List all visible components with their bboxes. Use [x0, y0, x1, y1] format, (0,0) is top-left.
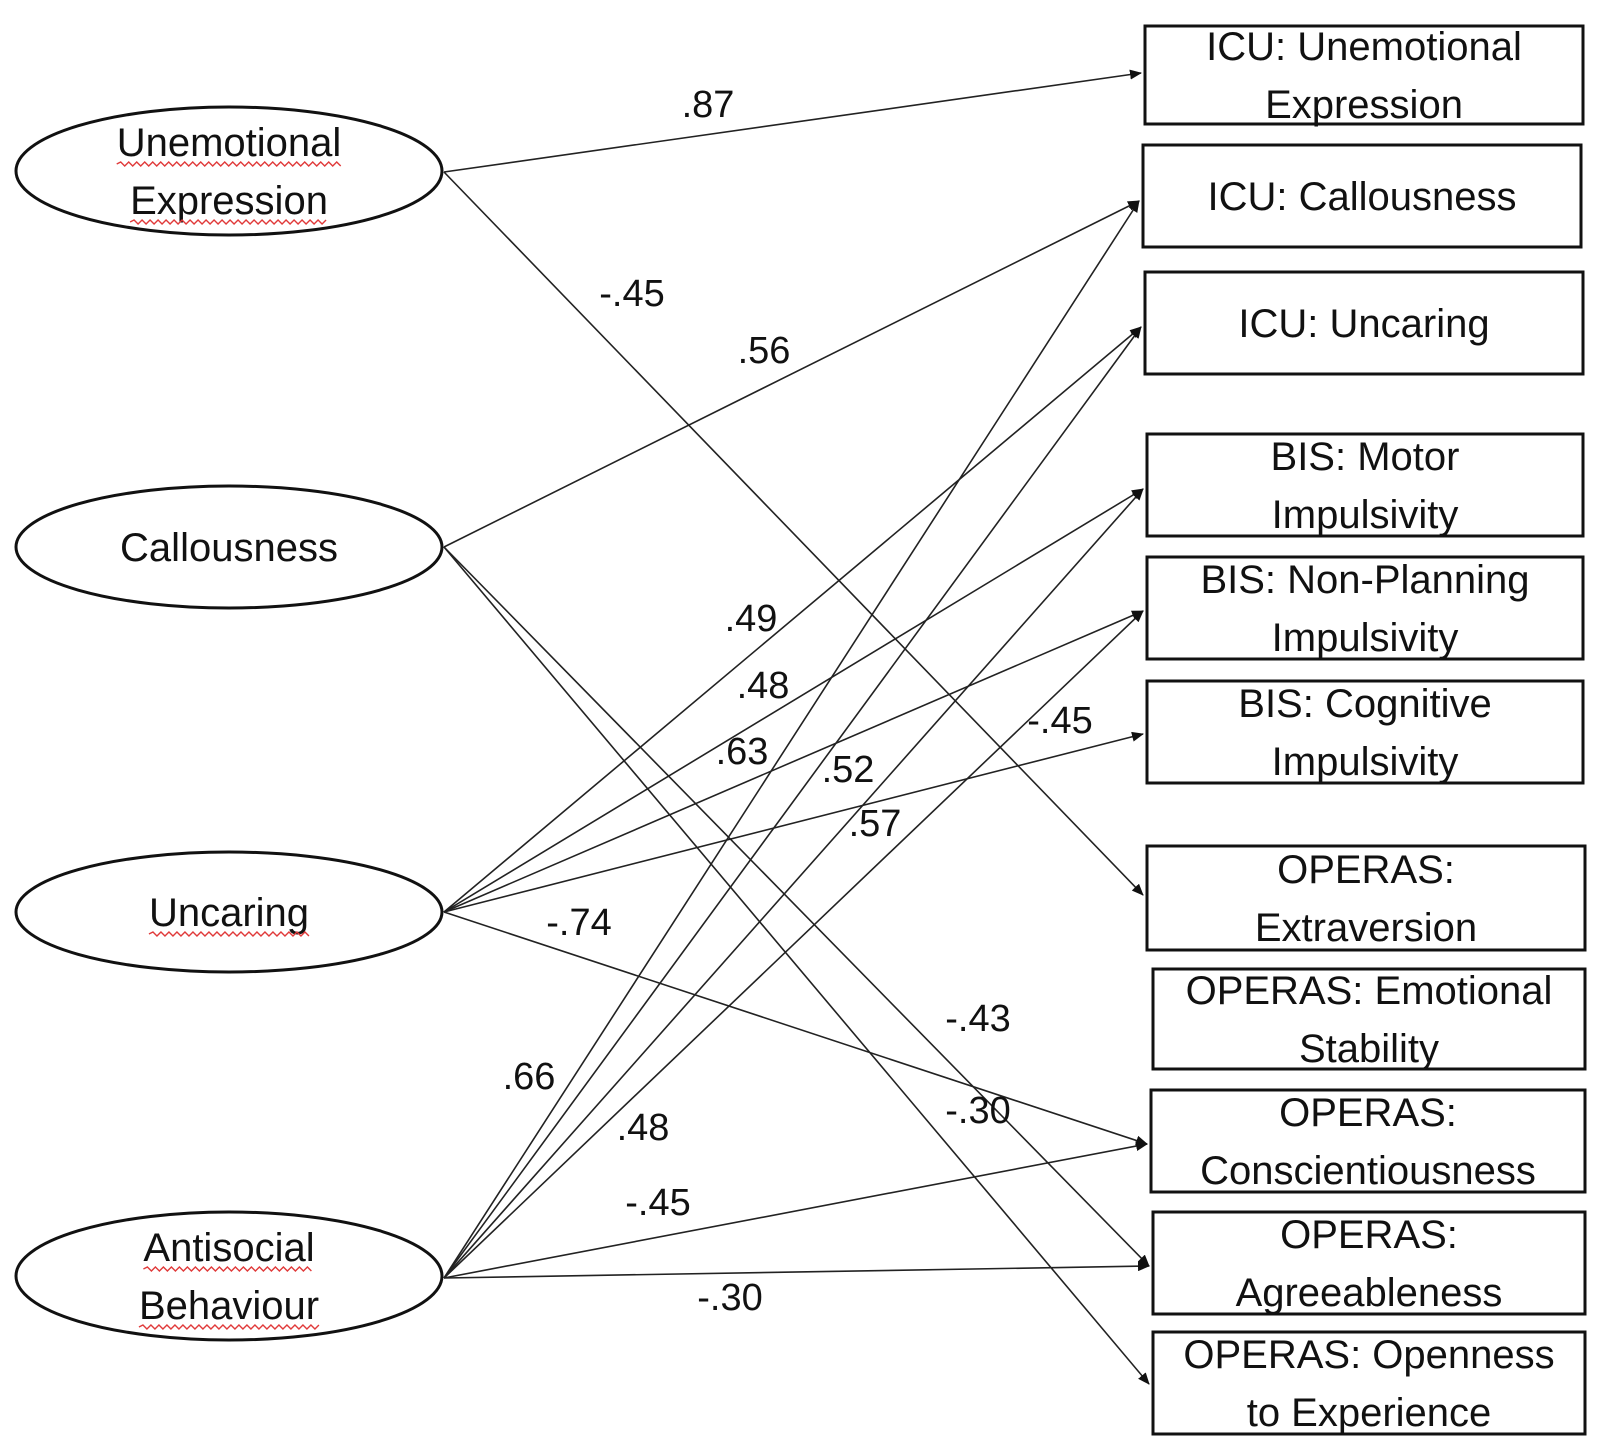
observed-icu_ue-label-line: Expression [1265, 83, 1463, 127]
observed-op_agr-label-line: OPERAS: [1280, 1213, 1458, 1257]
latent-asb-label-line: Behaviour [139, 1284, 319, 1328]
observed-box [1143, 24, 1585, 126]
latent-ellipse [14, 1210, 444, 1342]
path-coefficient-asb-icu_cal: .66 [503, 1056, 556, 1098]
latent-ellipse [14, 484, 444, 610]
observed-bis_cog-label-line: BIS: Cognitive [1238, 682, 1491, 726]
observed-box [1151, 967, 1587, 1071]
observed-bis_cog-label-line: Impulsivity [1272, 740, 1459, 784]
observed-box [1149, 1088, 1587, 1194]
path-arrow-cal-op_ope [443, 546, 1150, 1385]
path-arrow-asb-icu_cal [443, 200, 1140, 1279]
spellcheck-underline [148, 931, 310, 937]
path-coefficient-asb-bis_np: .57 [849, 803, 902, 845]
path-coefficient-unc-bis_cog: -.45 [1027, 700, 1092, 742]
observed-op_ope: OPERAS: Openness to Experience [1151, 1330, 1587, 1436]
path-coefficient-unc-op_con: -.74 [546, 902, 611, 944]
path-arrow-unc-bis_cog [443, 731, 1144, 913]
observed-op_con: OPERAS: Conscientiousness [1149, 1088, 1587, 1194]
path-coefficient-asb-op_con: -.45 [625, 1182, 690, 1224]
observed-box [1145, 432, 1585, 538]
path-coefficients: .87 -.45 .56 -.43 -.30 .49 .48 .63 -.45 -.74 .66 .5… [503, 84, 1093, 1319]
observed-op_ope-label-line: OPERAS: Openness [1183, 1333, 1554, 1377]
path-arrow-asb-icu_unc [443, 326, 1142, 1279]
path-coefficient-asb-bis_mot: .48 [617, 1107, 670, 1149]
observed-bis_mot-label-line: BIS: Motor [1271, 435, 1460, 479]
variable-nodes: UnemotionalExpressionCallousnessUncaring… [14, 24, 1587, 1436]
spellcheck-underline [138, 1324, 320, 1330]
latent-ellipse [14, 850, 444, 974]
observed-box [1143, 270, 1585, 376]
path-arrow-cal-op_agr [443, 546, 1150, 1267]
latent-ue-label-line: Expression [130, 179, 328, 223]
path-arrow-unc-icu_unc [443, 326, 1142, 913]
observed-op_con-label-line: Conscientiousness [1200, 1149, 1536, 1193]
path-arrow-asb-bis_mot [443, 488, 1144, 1279]
observed-box [1141, 143, 1583, 249]
observed-icu_cal: ICU: Callousness [1141, 143, 1583, 249]
path-arrow-ue-icu_ue [443, 69, 1142, 173]
observed-box [1145, 555, 1585, 661]
latent-unc-label-line: Uncaring [149, 891, 309, 935]
latent-cal-label-line: Callousness [120, 526, 338, 570]
path-coefficient-cal-icu_cal: .56 [738, 330, 791, 372]
path-arrow-asb-op_agr [443, 1261, 1150, 1279]
observed-box [1145, 844, 1587, 952]
observed-icu_unc-label-line: ICU: Uncaring [1238, 302, 1489, 346]
latent-unc: Uncaring [14, 850, 444, 974]
observed-op_ope-label-line: to Experience [1247, 1391, 1492, 1435]
path-coefficient-asb-op_agr: -.30 [697, 1277, 762, 1319]
path-arrow-asb-bis_np [443, 610, 1144, 1279]
path-coefficient-cal-op_agr: -.43 [945, 998, 1010, 1040]
path-arrow-asb-op_con [443, 1141, 1148, 1279]
path-arrows [443, 69, 1150, 1385]
latent-ue-label-line: Unemotional [117, 121, 342, 165]
observed-op_con-label-line: OPERAS: [1279, 1091, 1457, 1135]
spellcheck-underline [129, 219, 327, 225]
observed-op_ext: OPERAS: Extraversion [1145, 844, 1587, 952]
path-coefficient-unc-icu_unc: .49 [725, 598, 778, 640]
path-arrow-unc-op_con [443, 911, 1148, 1146]
observed-bis_np-label-line: Impulsivity [1272, 616, 1459, 660]
latent-cal: Callousness [14, 484, 444, 610]
observed-icu_ue-label-line: ICU: Unemotional [1206, 25, 1522, 69]
path-arrow-cal-icu_cal [443, 200, 1140, 548]
observed-box [1151, 1330, 1587, 1436]
observed-icu_cal-label-line: ICU: Callousness [1207, 175, 1516, 219]
path-coefficient-unc-bis_np: .63 [716, 731, 769, 773]
observed-box [1151, 1210, 1587, 1316]
observed-bis_np-label-line: BIS: Non-Planning [1200, 558, 1529, 602]
observed-op_ext-label-line: OPERAS: [1277, 848, 1455, 892]
latent-ellipse [14, 105, 444, 237]
path-arrow-ue-op_ext [443, 171, 1144, 896]
path-coefficient-ue-icu_ue: .87 [682, 84, 735, 126]
observed-op_ext-label-line: Extraversion [1255, 906, 1477, 950]
observed-op_agr-label-line: Agreeableness [1236, 1271, 1503, 1315]
path-coefficient-cal-op_ope: -.30 [945, 1090, 1010, 1132]
path-coefficient-asb-icu_unc: .52 [822, 749, 875, 791]
latent-asb-label-line: Antisocial [143, 1226, 314, 1270]
spellcheck-underline [116, 161, 342, 167]
path-coefficient-ue-op_ext: -.45 [599, 273, 664, 315]
path-arrow-unc-bis_np [443, 610, 1144, 913]
path-arrow-unc-bis_mot [443, 488, 1144, 913]
spellcheck-underline [143, 1266, 312, 1272]
observed-box [1145, 679, 1585, 785]
observed-bis_mot-label-line: Impulsivity [1272, 493, 1459, 537]
observed-op_emo-label-line: OPERAS: Emotional [1186, 969, 1553, 1013]
observed-op_agr: OPERAS: Agreeableness [1151, 1210, 1587, 1316]
observed-op_emo-label-line: Stability [1299, 1027, 1439, 1071]
observed-icu_unc: ICU: Uncaring [1143, 270, 1585, 376]
path-coefficient-unc-bis_mot: .48 [737, 665, 790, 707]
